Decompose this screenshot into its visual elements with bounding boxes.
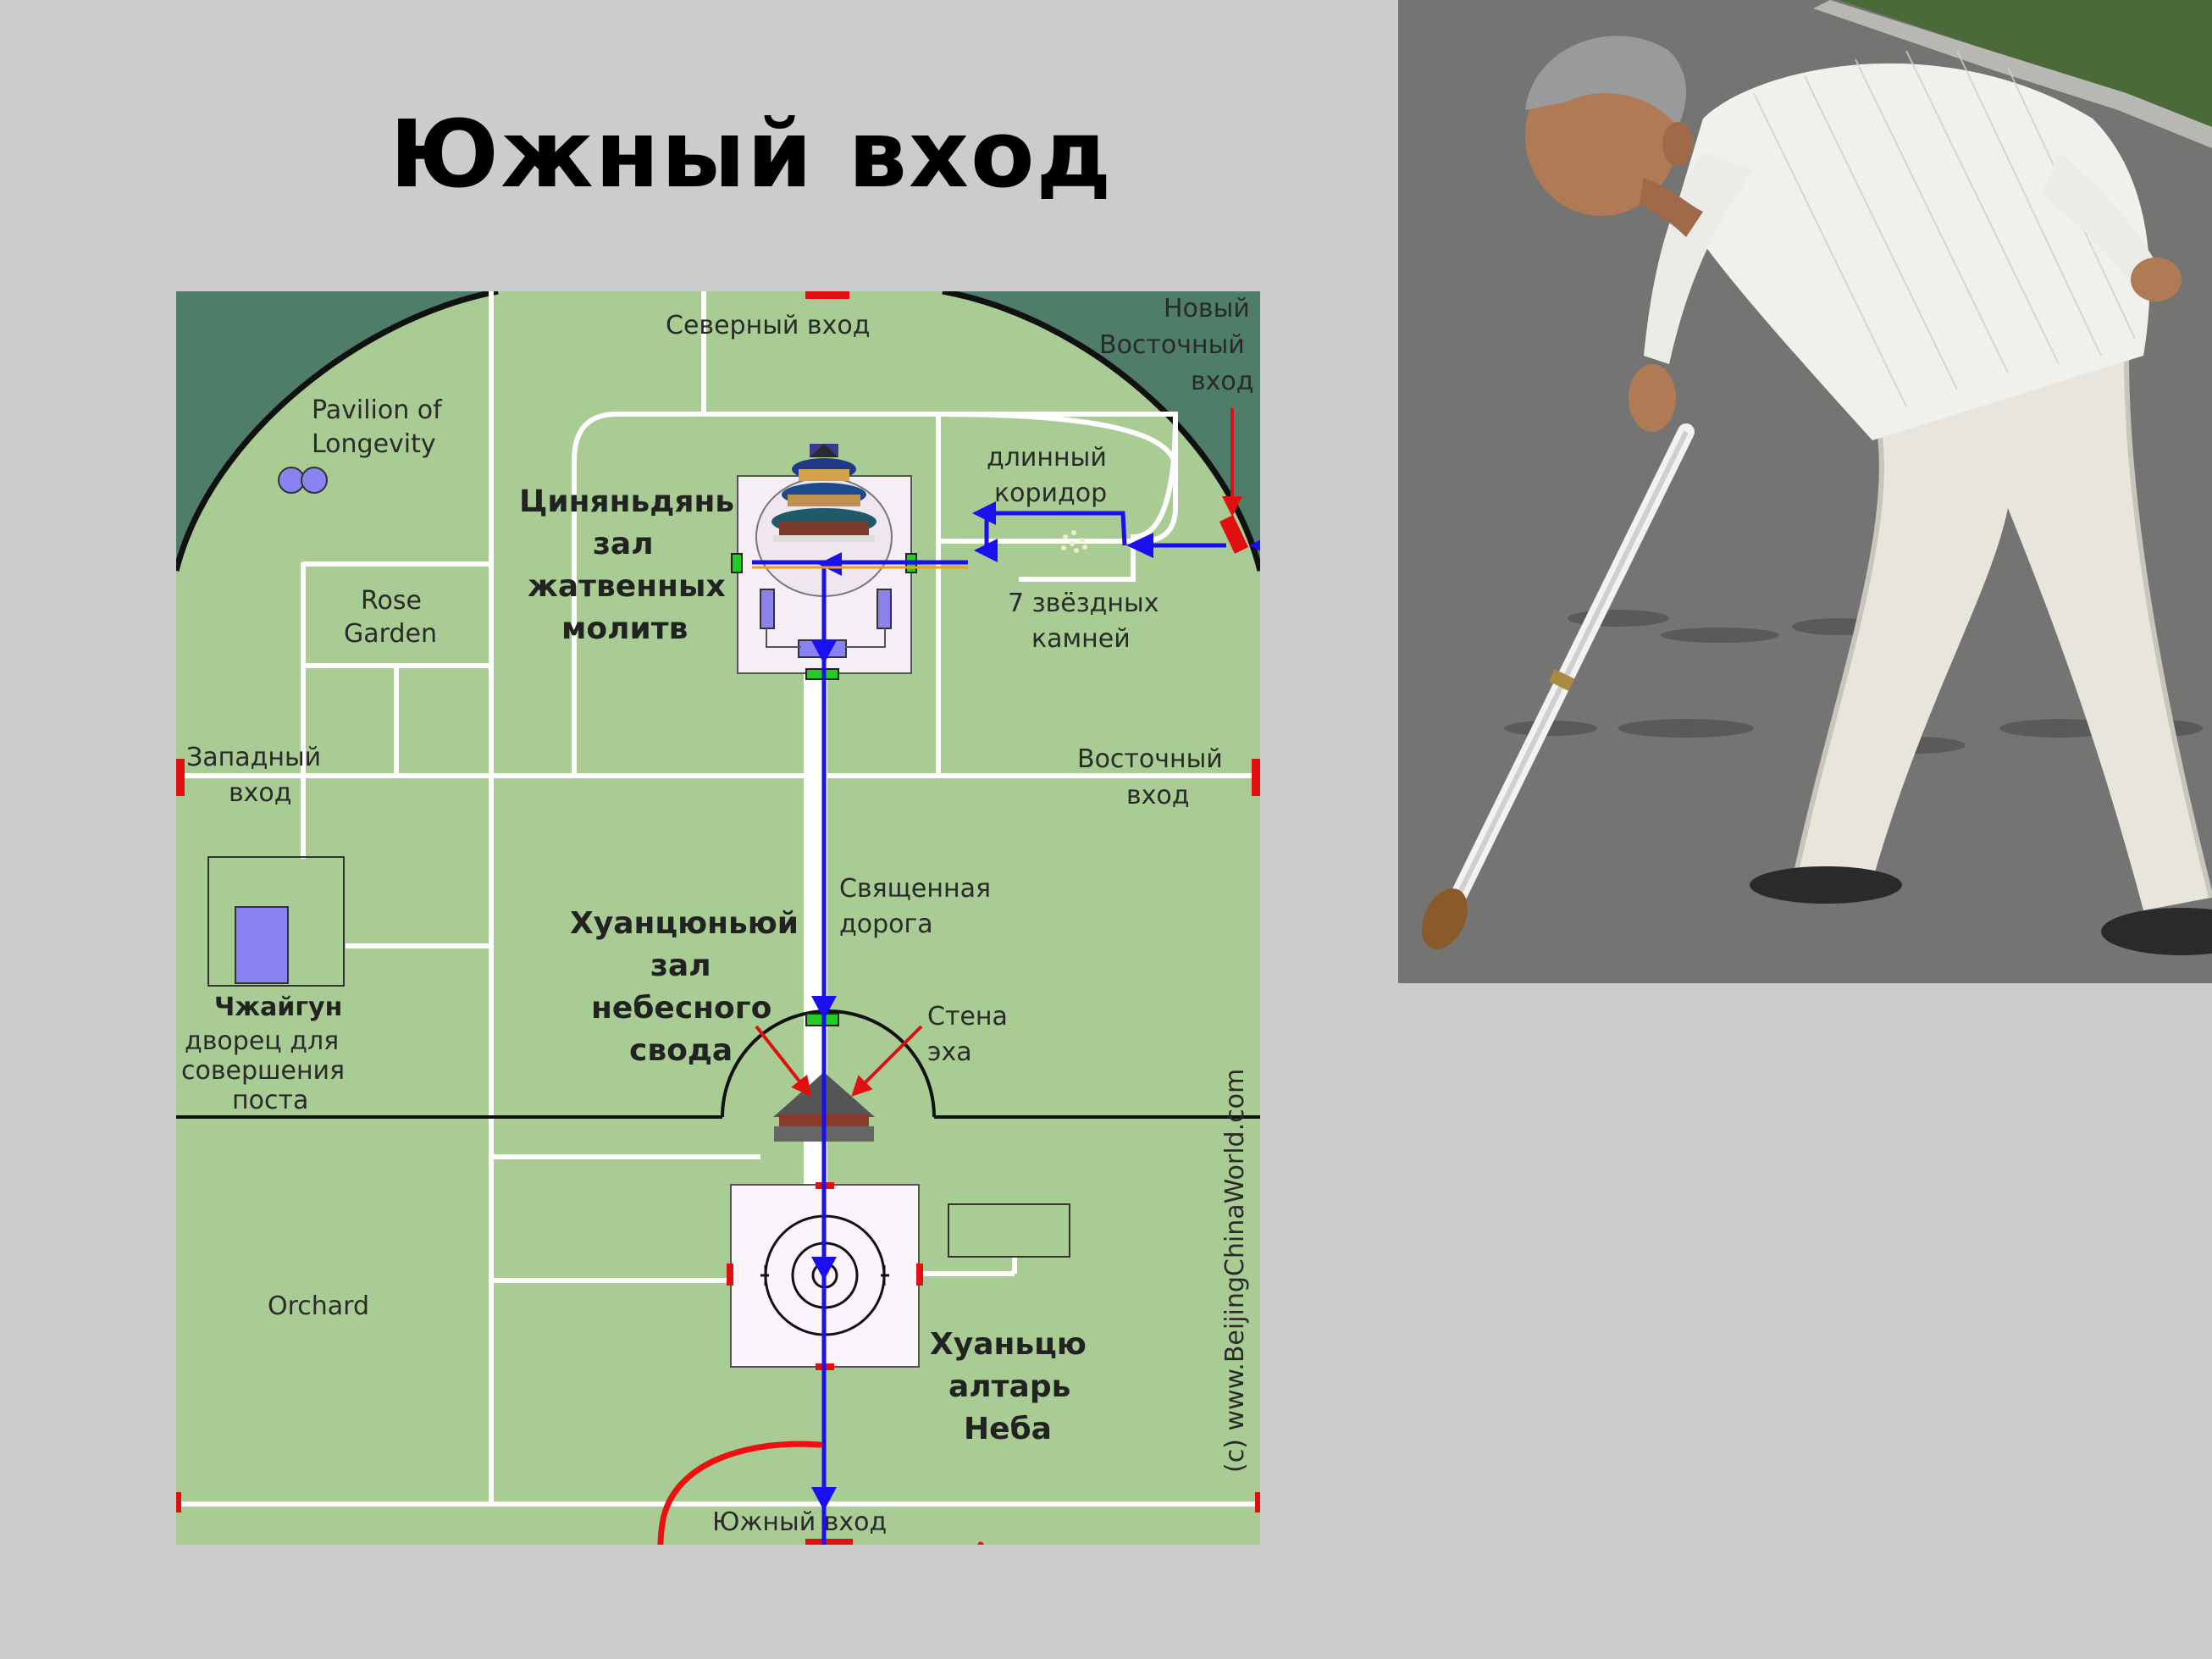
temple-of-heaven-map: Северный вход Новый Восточный вход Pavil… [176, 291, 1260, 1545]
outer-area-left [176, 291, 498, 571]
label-west-entrance-1: Западный [186, 743, 321, 772]
gate-qiniandian-west [731, 553, 743, 573]
label-south-entrance: Южный вход [712, 1507, 887, 1537]
pavilion-icon-right [301, 467, 328, 494]
label-huanqiu-1: Хуаньцю [930, 1327, 1087, 1362]
label-long-corridor-1: длинный [987, 443, 1107, 473]
pavilion-icon-left [278, 467, 305, 494]
south-entrance-highlight-circle [657, 1441, 984, 1545]
zhaigong-courtyard [207, 856, 345, 987]
slide-title: Южный вход [390, 100, 1114, 208]
outer-area-right [943, 291, 1260, 571]
label-zhaigong-desc-2: совершения [181, 1056, 345, 1086]
label-huangqiongyu-3: небесного [591, 991, 771, 1026]
label-rose-garden-2: Garden [344, 619, 437, 649]
label-echo-wall-1: Стена [927, 1002, 1008, 1031]
label-seven-stars-2: камней [1031, 624, 1131, 654]
qiniandian-east-hall [760, 589, 775, 629]
label-huangqiongyu-4: свода [629, 1033, 733, 1068]
northern-arc-wall [176, 291, 499, 572]
label-east-entrance-2: вход [1126, 781, 1190, 810]
label-pavilion-2: Longevity [312, 429, 436, 459]
label-huangqiongyu-2: зал [650, 948, 711, 983]
label-qiniandian-3: жатвенных [528, 569, 726, 604]
map-watermark: (c) www.BeijingChinaWorld.com [1220, 1069, 1250, 1473]
seven-star-stones [1061, 530, 1087, 553]
label-seven-stars-1: 7 звёздных [1008, 589, 1159, 618]
label-qiniandian-1: Циняньдянь [519, 484, 734, 519]
label-sacred-way-2: дорога [839, 910, 933, 939]
label-zhaigong-desc-1: дворец для [185, 1026, 339, 1056]
huanqiu-side-building [948, 1203, 1070, 1258]
label-sacred-way-1: Священная [839, 874, 991, 904]
label-east-entrance-1: Восточный [1077, 744, 1223, 774]
label-new-east-entrance-1: Новый [1164, 294, 1250, 324]
label-pavilion-1: Pavilion of [312, 395, 443, 425]
label-huanqiu-2: алтарь [948, 1369, 1070, 1404]
qiniandian-inner-path [766, 628, 886, 648]
echo-wall-pointer-left [755, 1025, 812, 1098]
park-paths [176, 291, 1260, 1507]
route-path [752, 511, 1260, 1545]
calligrapher-photo [1398, 0, 2212, 983]
label-huanqiu-3: Неба [964, 1412, 1052, 1446]
label-zhaigong: Чжайгун [214, 993, 342, 1022]
zhaigong-building [235, 906, 289, 984]
label-new-east-entrance-3: вход [1191, 367, 1254, 396]
label-north-entrance: Северный вход [666, 311, 870, 340]
route-arrowheads [811, 501, 1153, 1511]
label-west-entrance-2: вход [229, 778, 292, 808]
label-huangqiongyu-1: Хуанцюньюй [570, 906, 799, 941]
label-zhaigong-desc-3: поста [232, 1086, 308, 1115]
echo-wall-pointer-right [851, 1025, 923, 1097]
qiniandian-west-hall [877, 589, 892, 629]
park-background [176, 291, 1260, 1545]
label-long-corridor-2: коридор [994, 478, 1107, 508]
label-new-east-entrance-2: Восточный [1099, 330, 1245, 360]
label-qiniandian-4: молитв [561, 611, 688, 646]
label-rose-garden-1: Rose [361, 586, 422, 616]
label-echo-wall-2: эха [927, 1037, 972, 1067]
label-qiniandian-2: зал [593, 527, 654, 561]
label-orchard: Orchard [268, 1291, 369, 1321]
